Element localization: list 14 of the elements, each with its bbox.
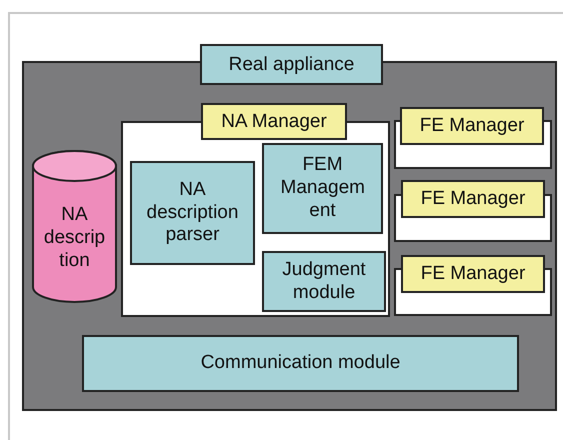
module-box [262,143,383,234]
node-label: NA description parser [146,178,240,248]
node-label: FEM Managem ent [280,154,364,223]
heading-tab: FE Manager [401,180,545,218]
module-box [82,335,519,392]
module-box [262,251,386,312]
heading-tab: Real appliance [200,44,383,85]
node-label: Communication module [200,352,400,375]
module-box [130,161,255,265]
heading-tab: NA Manager [201,103,347,140]
heading-tab: FE Manager [401,255,545,293]
node-label: NA descrip tion [42,204,106,273]
heading-tab: FE Manager [400,107,544,145]
node-label: Judgment module [281,258,367,304]
